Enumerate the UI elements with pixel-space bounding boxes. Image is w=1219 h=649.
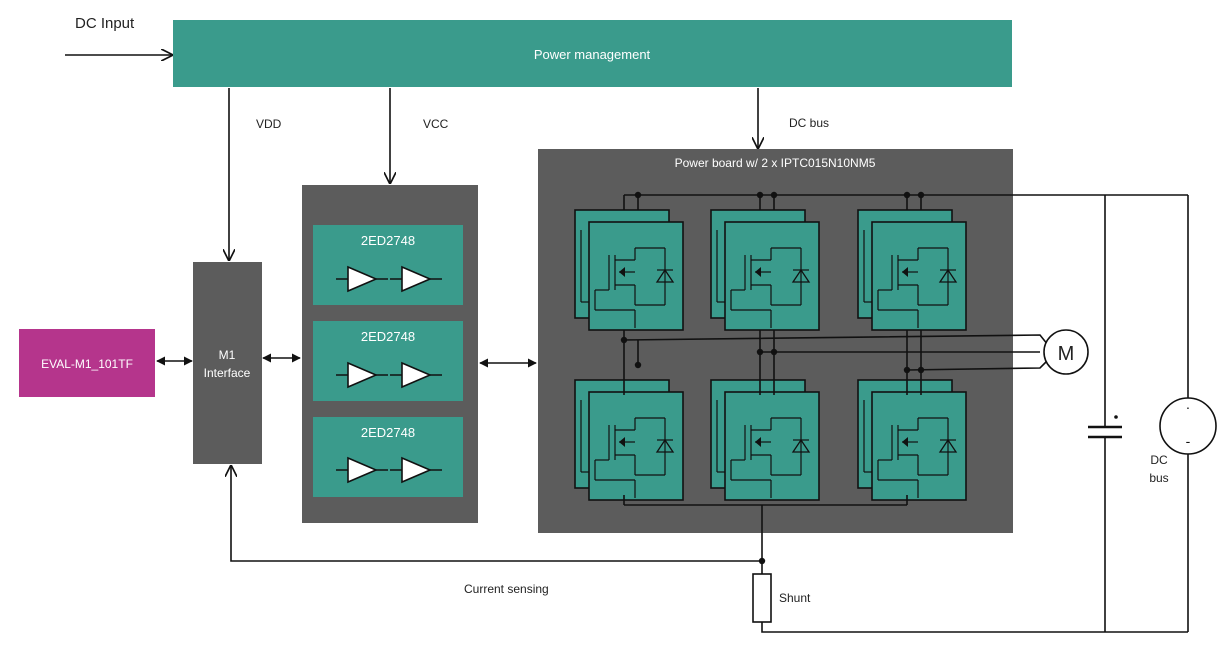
driver-1-label: 2ED2748 — [361, 233, 415, 248]
m1-label-line2: Interface — [204, 366, 251, 380]
driver-box-2 — [313, 321, 463, 401]
current-sensing-label: Current sensing — [464, 582, 549, 596]
motor-symbol — [1043, 329, 1089, 375]
source-plus-mark: · — [1186, 399, 1191, 415]
motor-label: M — [1058, 343, 1075, 365]
driver-box-3 — [313, 417, 463, 497]
driver-3-label: 2ED2748 — [361, 425, 415, 440]
shunt-resistor — [752, 573, 772, 623]
driver-box-1 — [313, 225, 463, 305]
power-management-block — [173, 20, 1012, 87]
power-board-title: Power board w/ 2 x IPTC015N10NM5 — [675, 156, 876, 170]
shunt-label: Shunt — [779, 591, 811, 605]
eval-board-block — [19, 329, 155, 397]
low-side-fet-u — [574, 379, 684, 501]
dc-bus-top-label: DC bus — [789, 116, 829, 130]
eval-board-label: EVAL-M1_101TF — [41, 357, 133, 371]
low-side-fet-v — [710, 379, 820, 501]
dc-bus-side-label-1: DC — [1150, 453, 1168, 467]
high-side-fet-v — [710, 209, 820, 331]
driver-2-label: 2ED2748 — [361, 329, 415, 344]
dc-input-label: DC Input — [75, 15, 135, 32]
low-side-fet-w — [857, 379, 967, 501]
dc-negative-rail — [761, 622, 1188, 633]
dc-bus-side-label-2: bus — [1149, 471, 1168, 485]
high-side-fet-u — [574, 209, 684, 331]
current-sensing-wire — [231, 466, 762, 562]
power-management-label: Power management — [534, 47, 651, 62]
vdd-label: VDD — [256, 117, 282, 131]
source-minus-mark: - — [1186, 433, 1191, 449]
m1-interface-block — [193, 262, 262, 464]
dc-source-symbol — [1159, 397, 1217, 455]
vcc-label: VCC — [423, 117, 449, 131]
m1-label-line1: M1 — [219, 348, 236, 362]
high-side-fet-w — [857, 209, 967, 331]
